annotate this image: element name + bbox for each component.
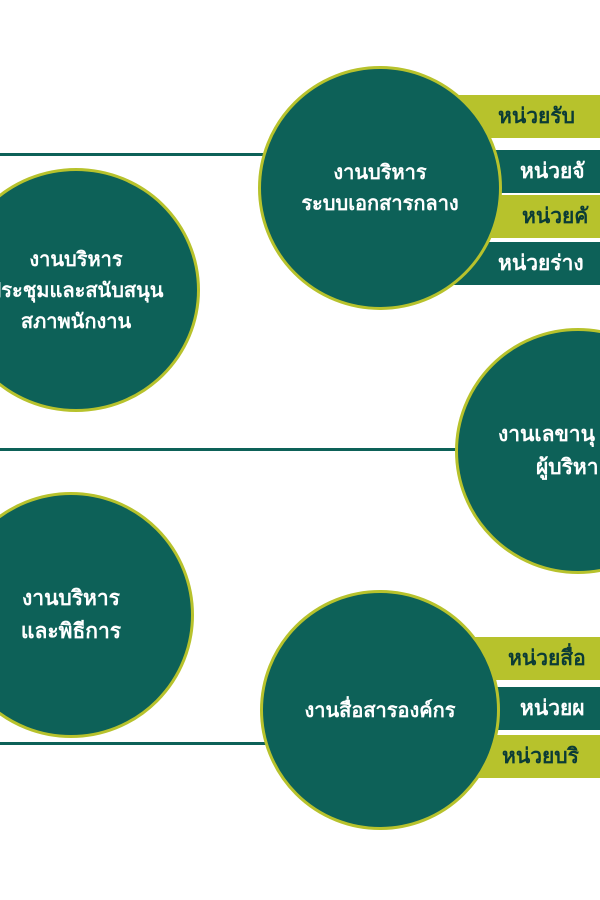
node-ceremony: งานบริหาร และพิธีการ — [0, 492, 194, 738]
node-central-docs: งานบริหาร ระบบเอกสารกลาง — [258, 66, 502, 310]
node-line: สภาพนักงาน — [20, 308, 132, 333]
node-line: และพิธีการ — [20, 619, 122, 643]
connector-line-bottom — [0, 742, 275, 745]
node-line: ผู้บริหา — [536, 455, 599, 479]
node-secretary: งานเลขานุ ผู้บริหา — [455, 328, 600, 574]
node-line: ระบบเอกสารกลาง — [301, 191, 459, 215]
node-corporate-comm: งานสื่อสารองค์กร — [260, 590, 500, 830]
node-line: งานบริหาร — [333, 160, 427, 184]
node-line: งานสื่อสารองค์กร — [304, 697, 456, 722]
node-meeting-support: งานบริหาร ประชุมและสนับสนุน สภาพนักงาน — [0, 168, 200, 412]
node-line: งานเลขานุ — [498, 422, 595, 447]
connector-line-top — [0, 153, 275, 156]
node-line: งานบริหาร — [22, 586, 120, 611]
node-line: ประชุมและสนับสนุน — [0, 277, 164, 302]
connector-line-middle — [0, 448, 470, 451]
node-line: งานบริหาร — [29, 246, 123, 271]
